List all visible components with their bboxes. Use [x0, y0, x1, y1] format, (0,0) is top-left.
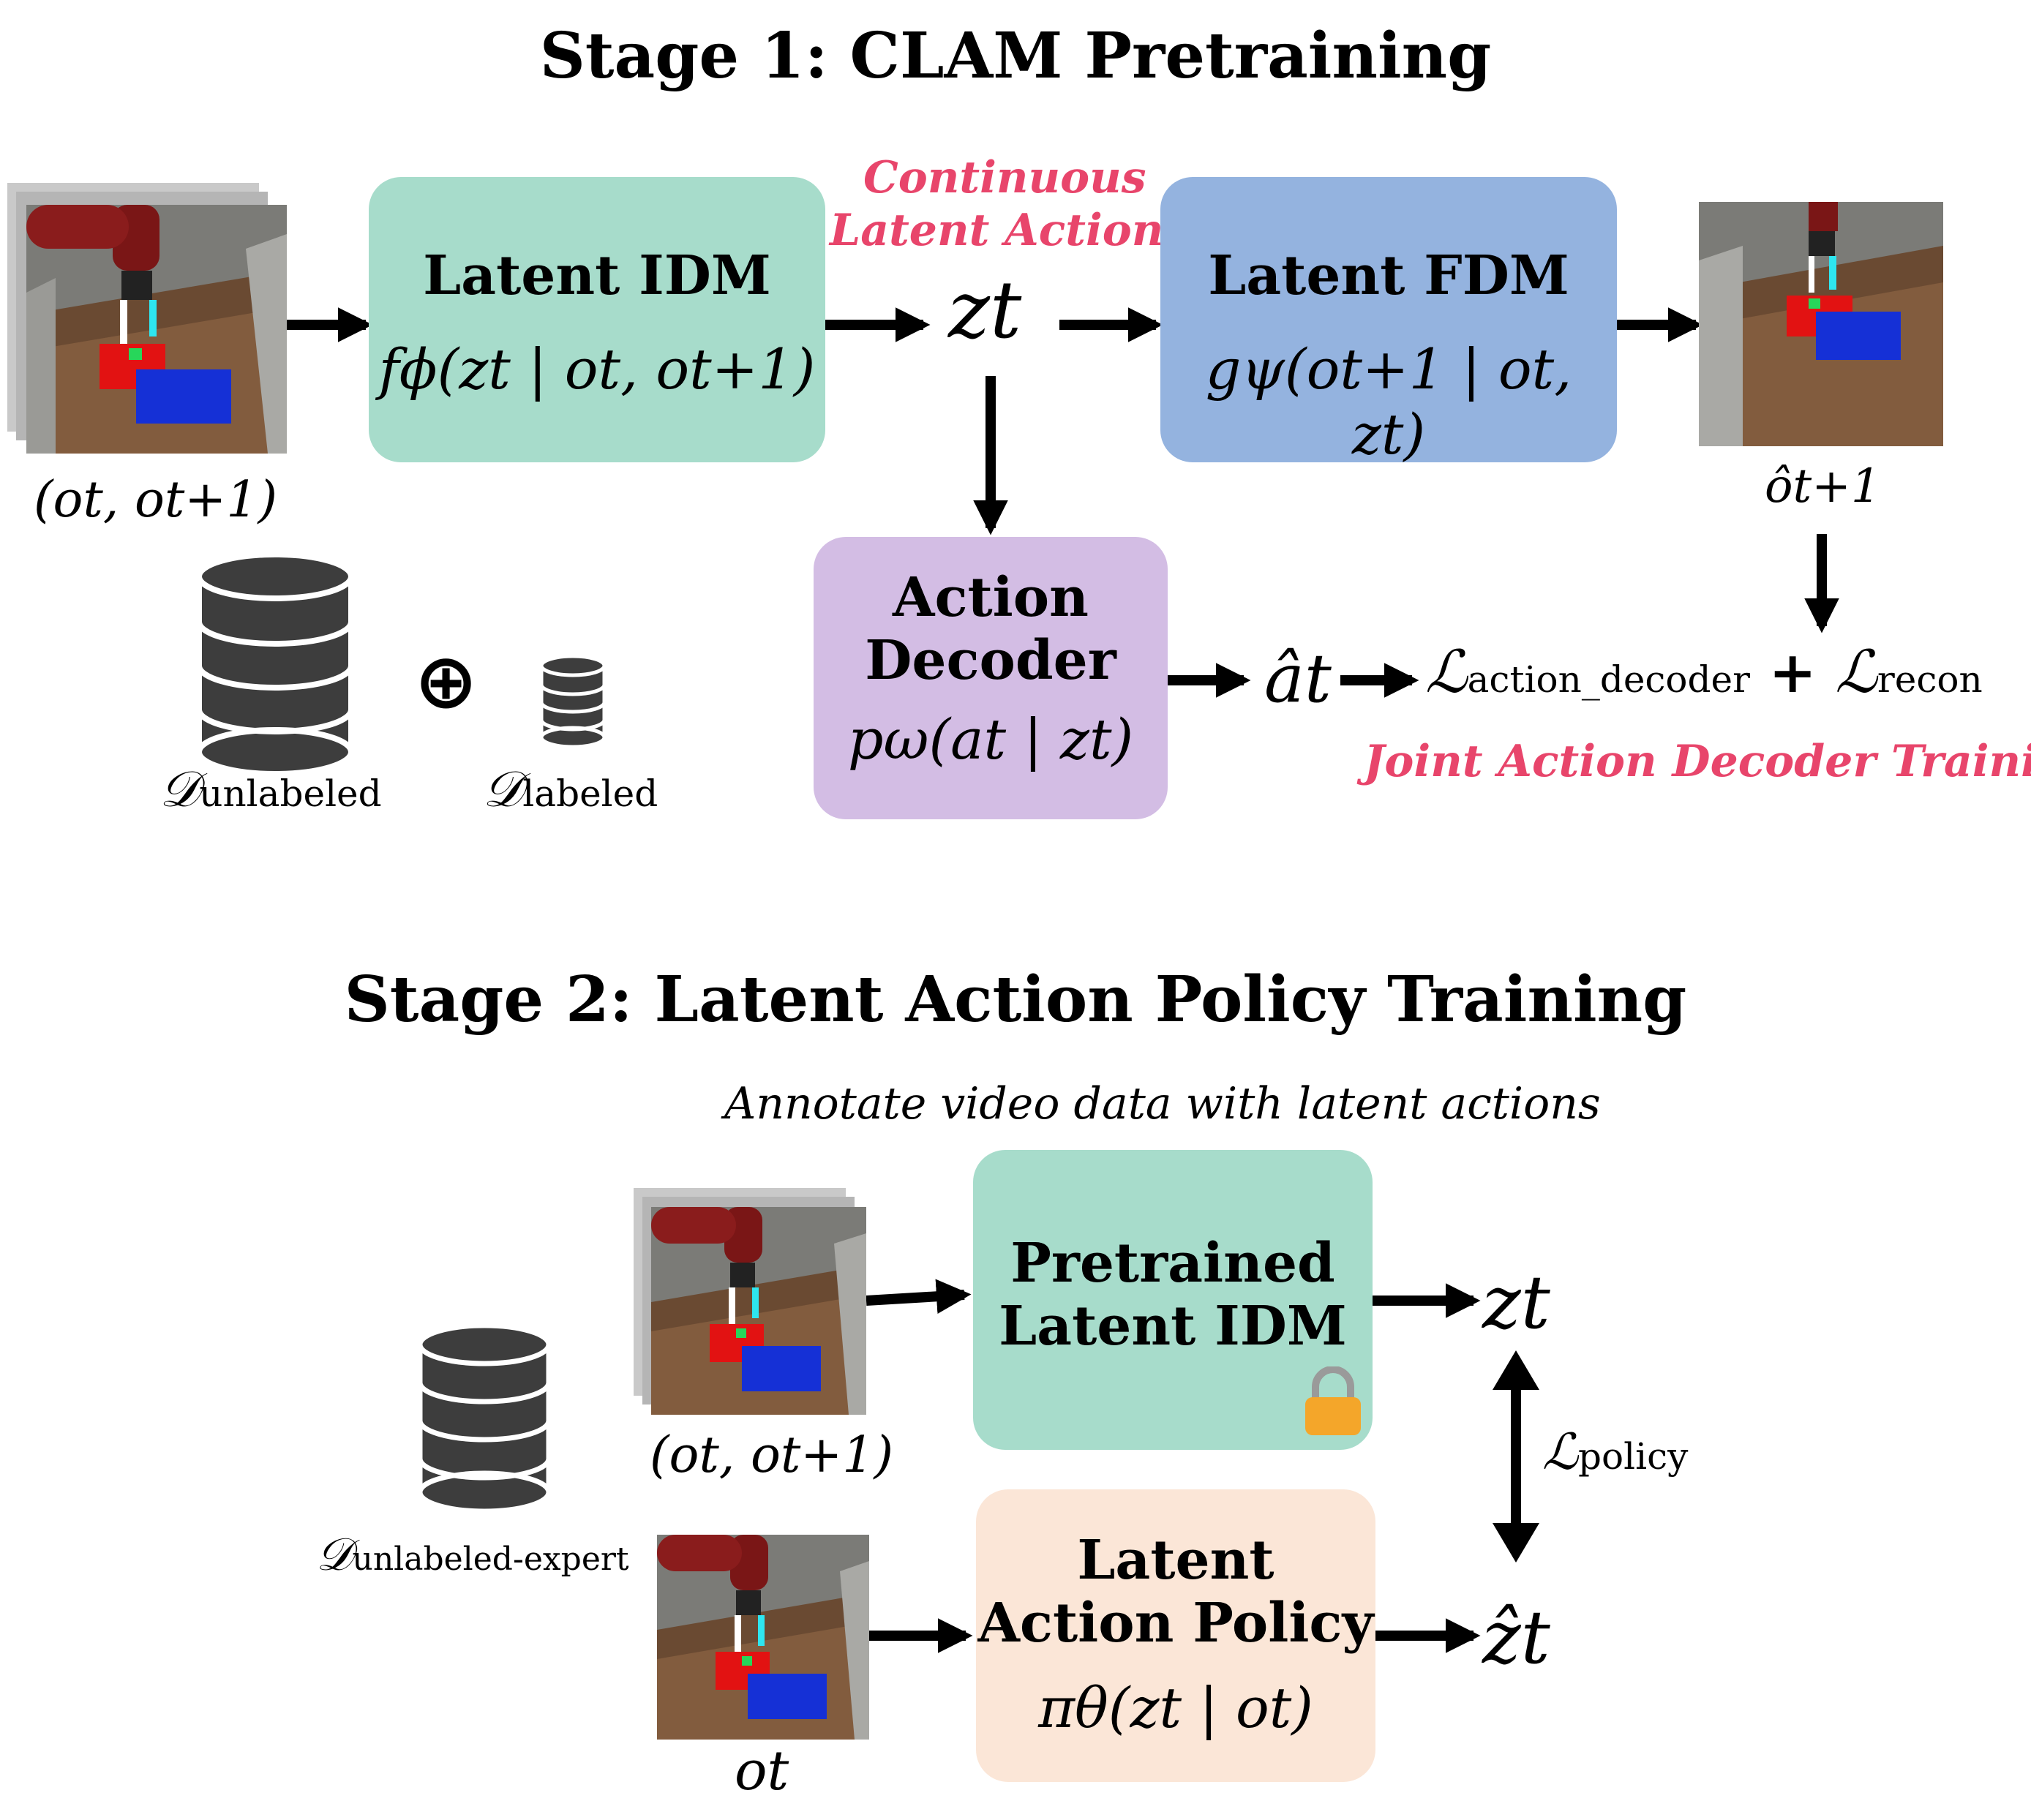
action-decoder-equation: pω(at | zt) [847, 707, 1134, 772]
policy-title-line2: Action Policy [977, 1592, 1374, 1655]
input-pair-label: (ot, ot+1) [34, 471, 278, 529]
stage2-single-observation-image [657, 1535, 869, 1740]
lock-icon [1305, 1366, 1361, 1435]
stage1-loss: ℒaction_decoder + ℒrecon [1425, 638, 1983, 706]
loss-recon-symbol: ℒ [1835, 638, 1877, 706]
policy-title-line1: Latent [1077, 1529, 1274, 1592]
oplus-symbol: ⊕ [414, 636, 478, 726]
joint-action-decoder-training-note: Joint Action Decoder Training [1364, 736, 2031, 787]
a-hat-label: ât [1264, 639, 1332, 718]
robot-scene-image [26, 205, 287, 454]
arrow-pair-to-pretrained-idm [866, 1279, 972, 1315]
pretrained-idm-title-line2: Latent IDM [999, 1295, 1347, 1358]
annotate-note: Annotate video data with latent actions [724, 1078, 1601, 1129]
arrow-policy-loss-down-head [1493, 1523, 1539, 1563]
predicted-observation-image [1699, 202, 1943, 446]
pretrained-latent-idm-box: Pretrained Latent IDM [973, 1150, 1373, 1450]
stage2-input-pair-label: (ot, ot+1) [650, 1426, 894, 1484]
policy-loss-label: ℒpolicy [1542, 1424, 1689, 1481]
action-decoder-title-line1: Action [893, 566, 1089, 629]
latent-action-policy-box: Latent Action Policy πθ(zt | ot) [976, 1489, 1375, 1782]
latent-fdm-title: Latent FDM [1208, 244, 1569, 307]
action-decoder-title-line2: Decoder [865, 629, 1116, 692]
loss-action-decoder-symbol: ℒ [1425, 638, 1468, 706]
latent-idm-title: Latent IDM [423, 244, 771, 307]
stage2-z-t-label: zt [1482, 1260, 1550, 1345]
arrow-policy-loss-up-head [1493, 1350, 1539, 1390]
latent-idm-box: Latent IDM fϕ(zt | ot, ot+1) [369, 177, 825, 462]
stage2-single-observation-label: ot [735, 1740, 789, 1802]
database-unlabeled-expert-icon [417, 1323, 552, 1514]
dataset-unlabeled-expert-label: 𝒟unlabeled-expert [316, 1527, 629, 1581]
action-decoder-box: Action Decoder pω(at | zt) [814, 537, 1168, 819]
database-labeled-icon [539, 654, 607, 749]
latent-fdm-box: Latent FDM gψ(ot+1 | ot, zt) [1160, 177, 1617, 467]
stage2-title: Stage 2: Latent Action Policy Training [344, 963, 1687, 1037]
pretrained-idm-title-line1: Pretrained [1010, 1232, 1335, 1295]
loss-plus: + [1768, 639, 1817, 706]
loss-action-decoder-sub: action_decoder [1467, 658, 1751, 701]
stage2-robot-scene-image [651, 1207, 866, 1415]
dataset-unlabeled-label: 𝒟unlabeled [159, 761, 382, 819]
database-unlabeled-icon [196, 552, 354, 777]
latent-fdm-equation: gψ(ot+1 | ot, zt) [1205, 336, 1572, 467]
dataset-labeled-label: 𝒟labeled [483, 761, 658, 819]
z-t-label: zt [948, 265, 1022, 356]
stage1-title: Stage 1: CLAM Pretraining [539, 19, 1492, 93]
stage2-z-hat-label: ẑt [1482, 1595, 1550, 1680]
loss-recon-sub: recon [1877, 658, 1983, 701]
continuous-latent-actions-note-line2: Latent Actions [830, 205, 1189, 256]
latent-idm-equation: fϕ(zt | ot, ot+1) [378, 336, 816, 402]
policy-equation: πθ(zt | ot) [1038, 1675, 1313, 1740]
predicted-observation-label: ôt+1 [1765, 459, 1881, 514]
continuous-latent-actions-note-line1: Continuous [863, 152, 1146, 203]
